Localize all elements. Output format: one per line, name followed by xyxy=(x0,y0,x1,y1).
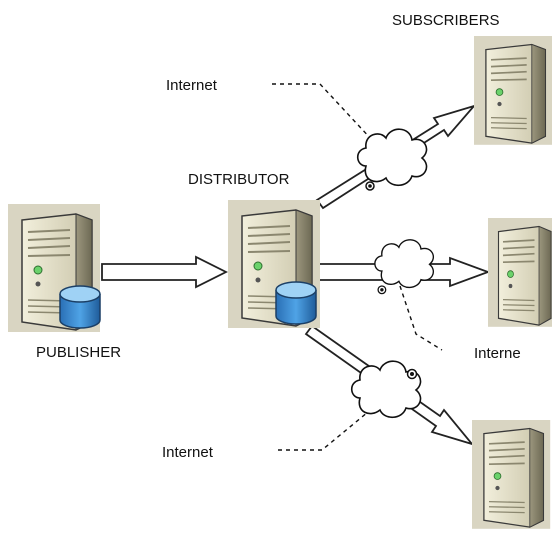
arrow-publisher-to-distributor xyxy=(101,255,229,289)
publisher-server-icon xyxy=(7,203,101,333)
publisher-label: PUBLISHER xyxy=(36,344,122,361)
leader-line-top xyxy=(272,83,373,141)
leader-line-bottom xyxy=(278,411,369,451)
subscriber-server-icon xyxy=(471,419,552,530)
internet-label-bottom: Internet xyxy=(162,444,213,461)
internet-label-mid: Interne xyxy=(474,345,521,362)
subscribers-label: SUBSCRIBERS xyxy=(392,12,500,29)
internet-cloud-icon xyxy=(356,128,428,191)
internet-label-top: Internet xyxy=(166,77,217,94)
internet-cloud-icon xyxy=(350,360,422,419)
database-icon xyxy=(275,281,317,325)
distributor-server-icon xyxy=(227,199,321,329)
subscriber-server-icon xyxy=(473,35,552,146)
distributor-label: DISTRIBUTOR xyxy=(188,171,290,188)
leader-line-mid xyxy=(399,285,443,351)
subscriber-server-icon xyxy=(487,217,552,328)
internet-leader-lines xyxy=(272,83,443,451)
database-icon xyxy=(59,285,101,329)
internet-cloud-icon xyxy=(374,239,435,295)
